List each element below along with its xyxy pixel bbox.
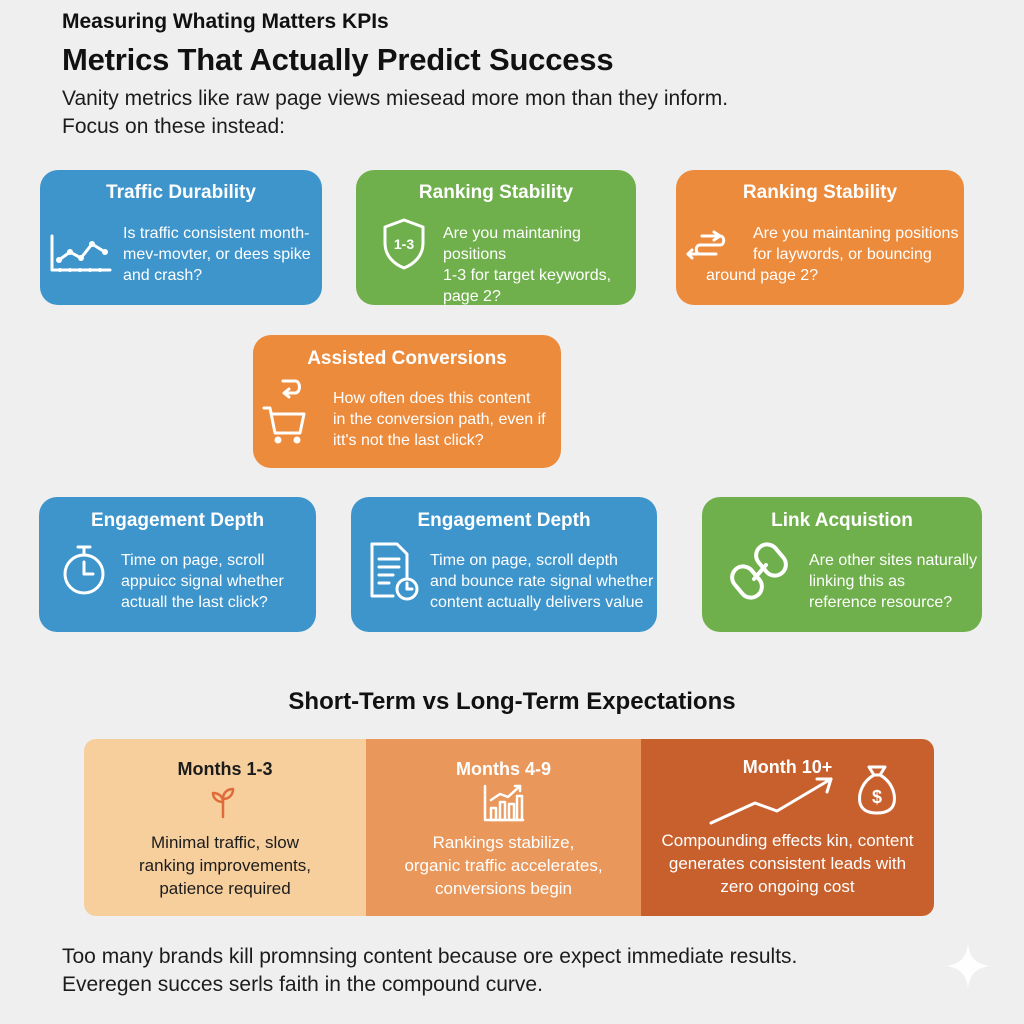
footer-text-line-2: Everegen succes serls faith in the compo… — [62, 973, 543, 996]
intro-text-line-1: Vanity metrics like raw page views miese… — [62, 87, 729, 110]
card-title: Assisted Conversions — [307, 348, 507, 369]
metric-card-link-acquisition: Link Acquistion Are other sites naturall… — [702, 497, 982, 632]
bounce-arrows-icon — [686, 230, 726, 260]
card-title: Ranking Stability — [418, 182, 574, 203]
timeline-phase-months-4-9: Months 4-9 Rankings stabilize,organic tr… — [366, 739, 641, 916]
phase-description: Rankings stabilize,organic traffic accel… — [404, 833, 603, 898]
intro-text-line-2: Focus on these instead: — [62, 115, 285, 138]
svg-text:1-3: 1-3 — [394, 236, 414, 252]
document-clock-icon — [370, 542, 419, 601]
phase-label: Months 1-3 — [177, 759, 273, 779]
timeline-phase-month-10-plus: Month 10+ $ Compounding effects kin, con… — [641, 739, 934, 916]
metric-card-traffic-durability: Traffic Durability Is traffic consistent… — [40, 170, 322, 305]
phase-label: Months 4-9 — [455, 759, 551, 779]
sparkle-icon — [946, 944, 990, 988]
money-bag-icon: $ — [858, 765, 896, 815]
kicker-title: Measuring Whating Matters KPIs — [62, 10, 389, 33]
section-title: Short-Term vs Long-Term Expectations — [288, 688, 736, 715]
stopwatch-icon — [63, 545, 105, 595]
footer-text-line-1: Too many brands kill promnsing content b… — [62, 945, 798, 968]
metric-card-assisted-conversions: Assisted Conversions How often does this… — [253, 335, 561, 468]
growth-arrow-icon — [709, 777, 833, 825]
card-title: Traffic Durability — [106, 182, 256, 203]
sprout-icon — [211, 787, 235, 819]
chain-link-icon — [730, 542, 788, 600]
page-title: Metrics That Actually Predict Success — [62, 42, 614, 77]
card-title: Engagement Depth — [90, 510, 265, 531]
svg-text:$: $ — [872, 787, 882, 807]
cart-icon — [262, 379, 306, 444]
metric-card-engagement-depth-2: Engagement Depth Time on page, scroll de… — [351, 497, 657, 632]
metric-card-ranking-stability: Ranking Stability 1-3 Are you maintaning… — [356, 170, 636, 305]
phase-label: Month 10+ — [742, 757, 833, 777]
card-body: Are you maintaning positions for layword… — [706, 225, 959, 284]
card-title: Ranking Stability — [742, 182, 898, 203]
card-title: Engagement Depth — [417, 510, 591, 531]
shield-icon: 1-3 — [383, 218, 425, 270]
line-chart-icon — [50, 234, 112, 272]
bar-chart-icon — [483, 784, 525, 822]
card-body: Is traffic consistent month-mev-movter, … — [123, 225, 311, 284]
metric-card-ranking-stability-2: Ranking Stability Are you maintaning pos… — [676, 170, 964, 305]
card-title: Link Acquistion — [771, 510, 913, 531]
